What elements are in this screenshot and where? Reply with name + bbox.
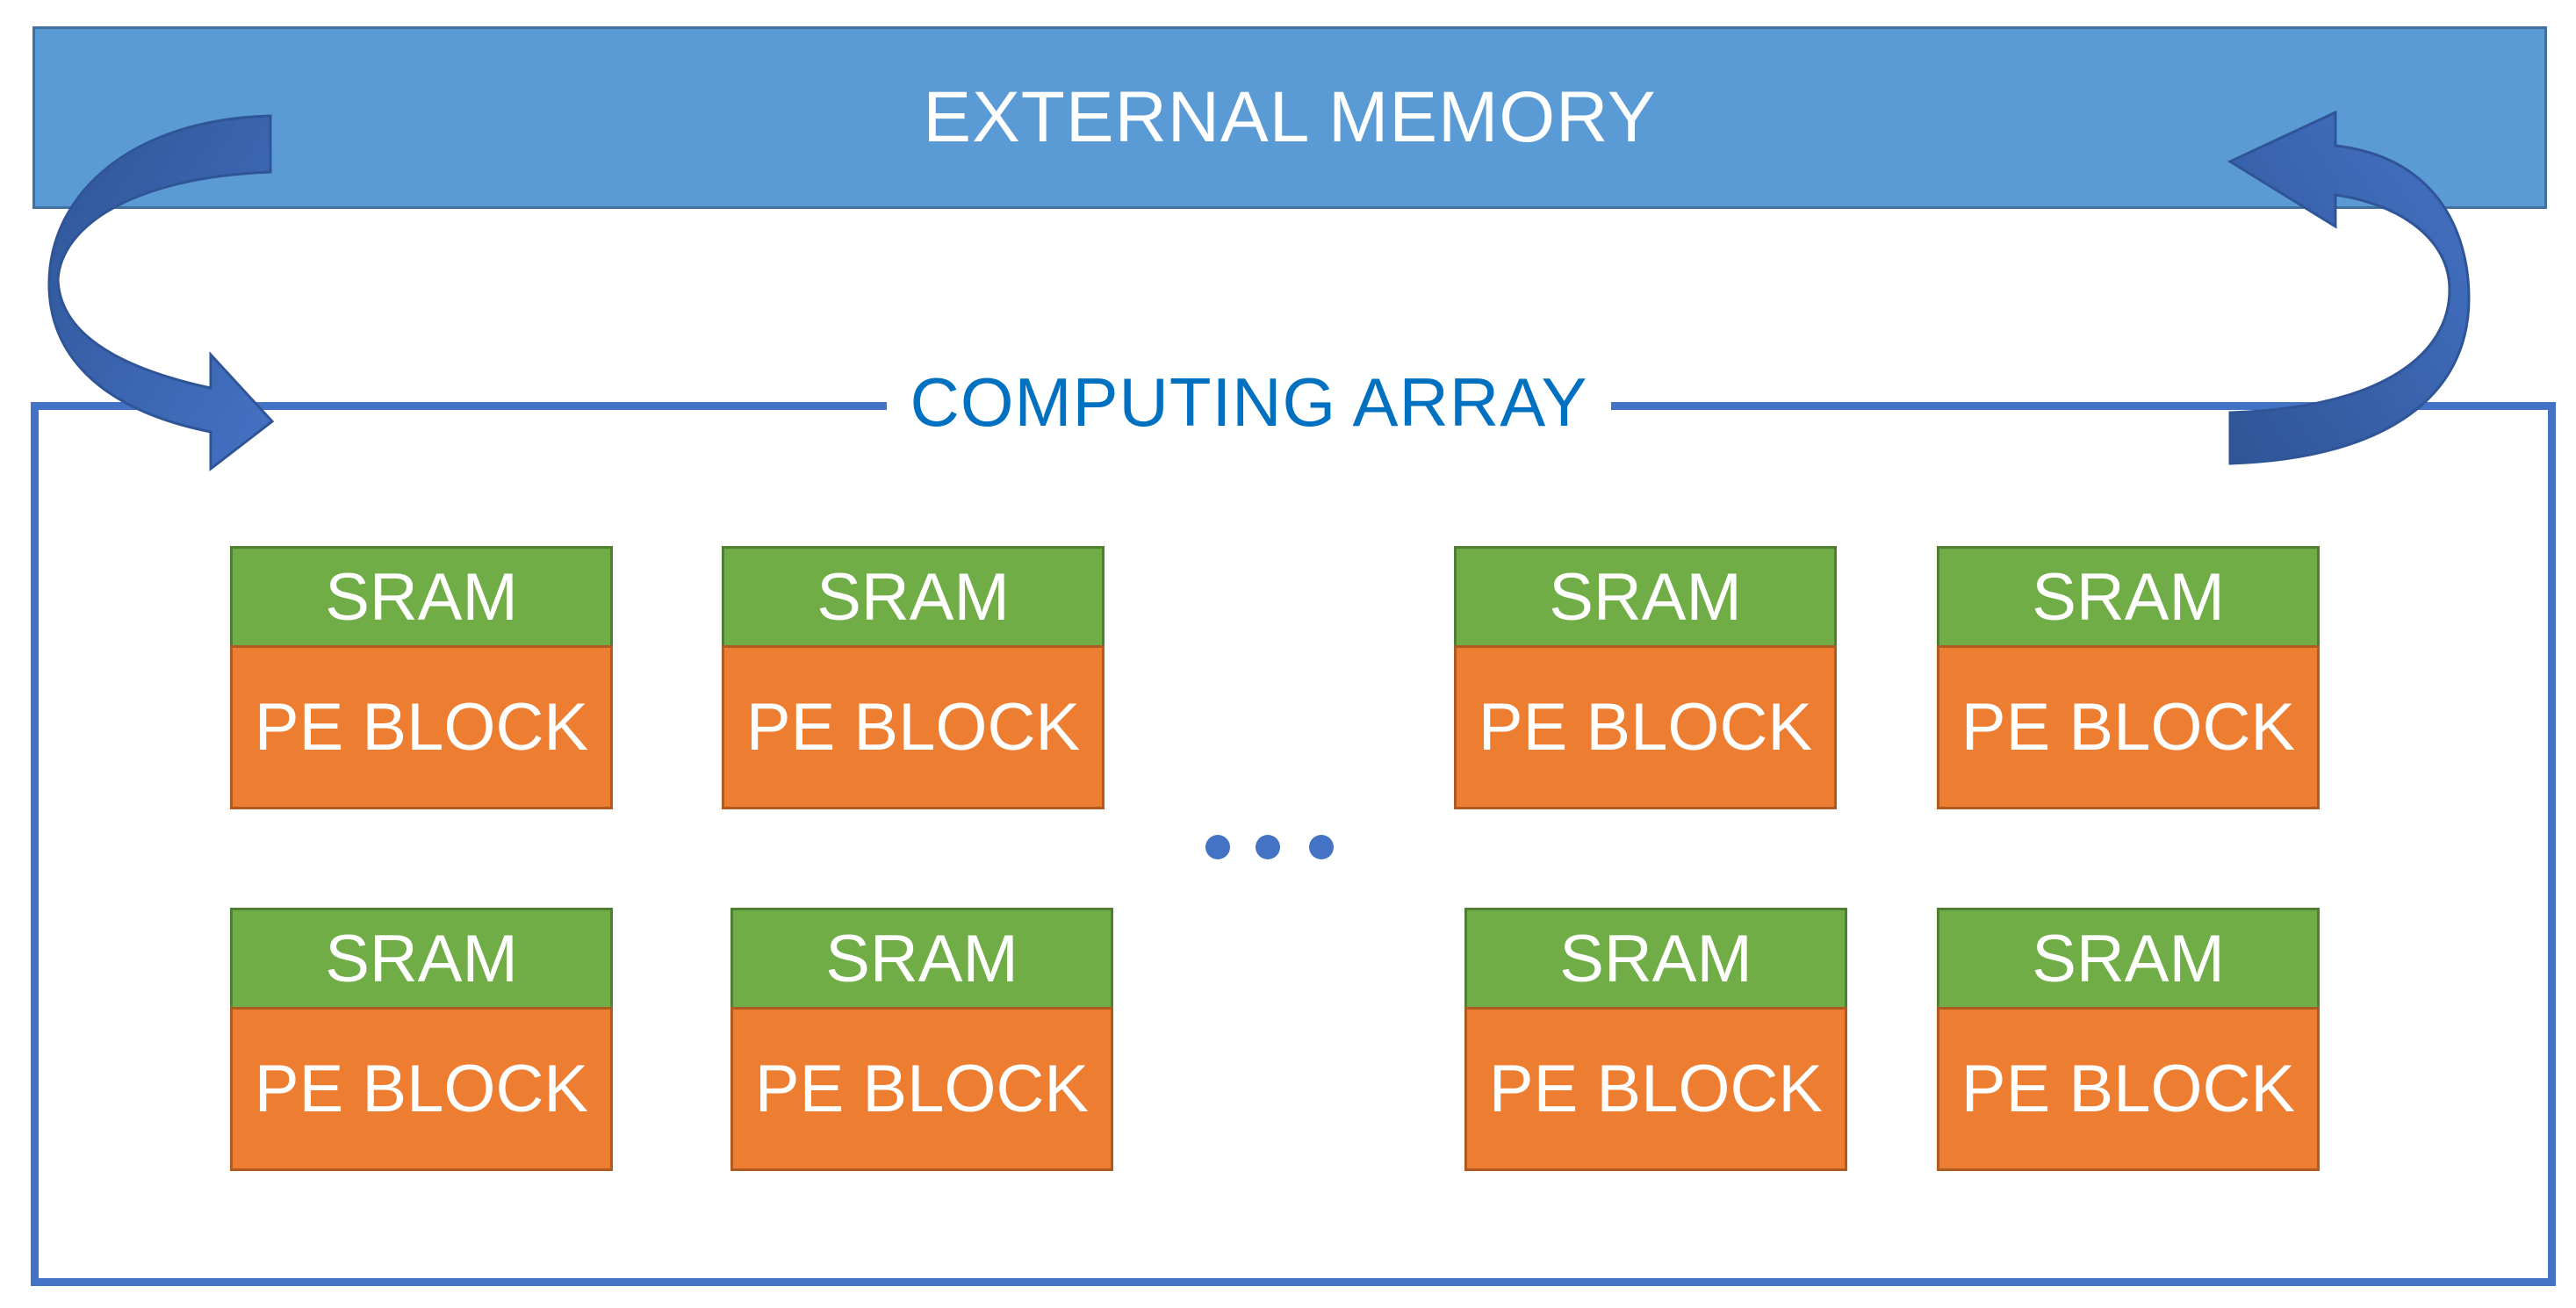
ellipsis-dot [1309, 835, 1334, 859]
block-1: SRAM PE BLOCK [230, 546, 613, 809]
external-memory-label: EXTERNAL MEMORY [923, 77, 1657, 157]
sram: SRAM [722, 546, 1105, 648]
pe-block: PE BLOCK [730, 1007, 1113, 1171]
pe-block: PE BLOCK [1454, 645, 1837, 809]
pe-block: PE BLOCK [230, 645, 613, 809]
block-5: SRAM PE BLOCK [230, 908, 613, 1171]
block-3: SRAM PE BLOCK [1454, 546, 1837, 809]
ellipsis-dot [1256, 835, 1280, 859]
pe-block: PE BLOCK [1937, 645, 2320, 809]
block-7: SRAM PE BLOCK [1464, 908, 1847, 1171]
sram: SRAM [1937, 546, 2320, 648]
block-4: SRAM PE BLOCK [1937, 546, 2320, 809]
pe-block: PE BLOCK [722, 645, 1105, 809]
block-6: SRAM PE BLOCK [730, 908, 1113, 1171]
pe-block: PE BLOCK [1937, 1007, 2320, 1171]
pe-block: PE BLOCK [1464, 1007, 1847, 1171]
block-2: SRAM PE BLOCK [722, 546, 1105, 809]
sram: SRAM [1937, 908, 2320, 1010]
ellipsis-dot [1205, 835, 1230, 859]
external-memory: EXTERNAL MEMORY [32, 26, 2547, 209]
sram: SRAM [1464, 908, 1847, 1010]
computing-array-label: COMPUTING ARRAY [887, 358, 1611, 446]
pe-block: PE BLOCK [230, 1007, 613, 1171]
sram: SRAM [1454, 546, 1837, 648]
sram: SRAM [730, 908, 1113, 1010]
block-8: SRAM PE BLOCK [1937, 908, 2320, 1171]
sram: SRAM [230, 546, 613, 648]
sram: SRAM [230, 908, 613, 1010]
